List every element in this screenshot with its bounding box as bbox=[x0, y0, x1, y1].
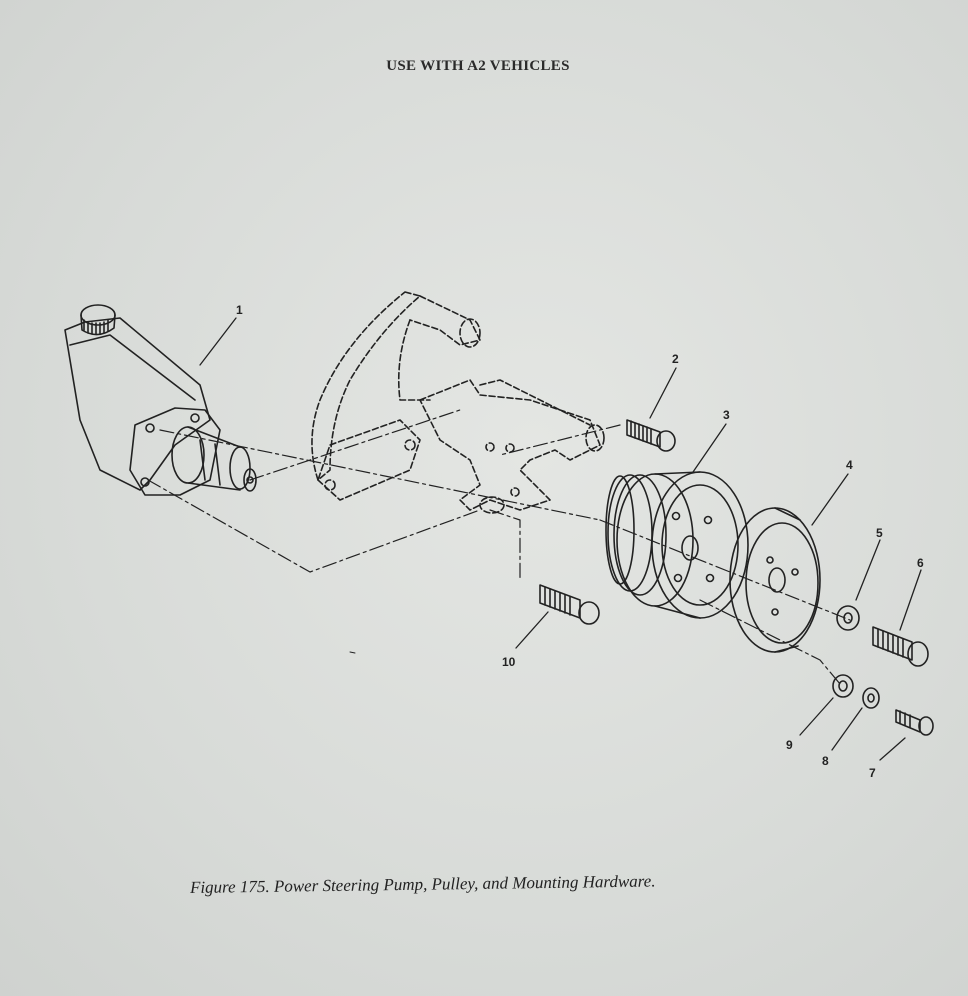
washer-5 bbox=[836, 605, 860, 631]
callout-2: 2 bbox=[672, 352, 679, 366]
mounting-bracket bbox=[311, 291, 605, 514]
leader-lines bbox=[199, 317, 922, 761]
pulley bbox=[605, 471, 749, 619]
power-steering-pump bbox=[64, 304, 257, 496]
callout-3: 3 bbox=[723, 408, 730, 422]
pulley-flange bbox=[729, 507, 821, 653]
callout-4: 4 bbox=[846, 458, 853, 472]
bolt-7 bbox=[895, 709, 934, 736]
callout-6: 6 bbox=[917, 556, 924, 570]
washer-9 bbox=[832, 674, 854, 698]
bolt-10 bbox=[539, 584, 600, 625]
bolt-2 bbox=[626, 419, 676, 452]
bolt-6 bbox=[872, 626, 929, 667]
lockwasher-8 bbox=[862, 687, 880, 709]
callout-8: 8 bbox=[822, 754, 829, 768]
assembly-centerlines bbox=[147, 409, 851, 685]
callout-5: 5 bbox=[876, 526, 883, 540]
callout-9: 9 bbox=[786, 738, 793, 752]
callout-labels: 1 2 3 4 5 6 7 8 9 10 bbox=[236, 303, 924, 780]
callout-7: 7 bbox=[869, 766, 876, 780]
callout-10: 10 bbox=[502, 655, 516, 669]
callout-1: 1 bbox=[236, 303, 243, 317]
page-header: USE WITH A2 VEHICLES bbox=[0, 58, 968, 75]
header-title: USE WITH A2 VEHICLES bbox=[386, 58, 570, 74]
